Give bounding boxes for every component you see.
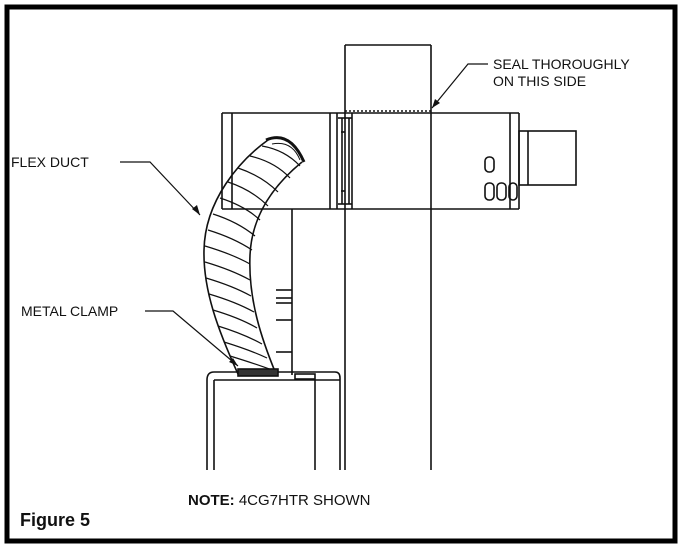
- note-text: NOTE: 4CG7HTR SHOWN: [188, 492, 371, 509]
- note-body: 4CG7HTR SHOWN: [234, 492, 371, 509]
- figure-caption: Figure 5: [20, 510, 91, 530]
- arrow-clamp: [229, 358, 238, 366]
- lower-sleeve: [276, 209, 293, 375]
- metal-clamp-label: METAL CLAMP: [21, 303, 119, 319]
- vertical-pipe: [344, 44, 432, 470]
- leaders: [120, 63, 488, 367]
- horizontal-pipe: [221, 112, 520, 210]
- note-prefix: NOTE:: [188, 492, 235, 509]
- arrow-flex: [192, 205, 200, 215]
- heater-box: [206, 371, 341, 470]
- flex-duct-label: FLEX DUCT: [11, 154, 89, 170]
- arrow-seal: [432, 99, 440, 108]
- flex-duct: [203, 136, 306, 375]
- seal-label: SEAL THOROUGHLY ON THIS SIDE: [493, 56, 630, 90]
- seal-label-line1: SEAL THOROUGHLY: [493, 56, 630, 72]
- seal-label-line2: ON THIS SIDE: [493, 73, 587, 89]
- end-cap: [484, 130, 577, 201]
- frame-border: [4, 4, 678, 544]
- metal-clamp: [237, 368, 279, 377]
